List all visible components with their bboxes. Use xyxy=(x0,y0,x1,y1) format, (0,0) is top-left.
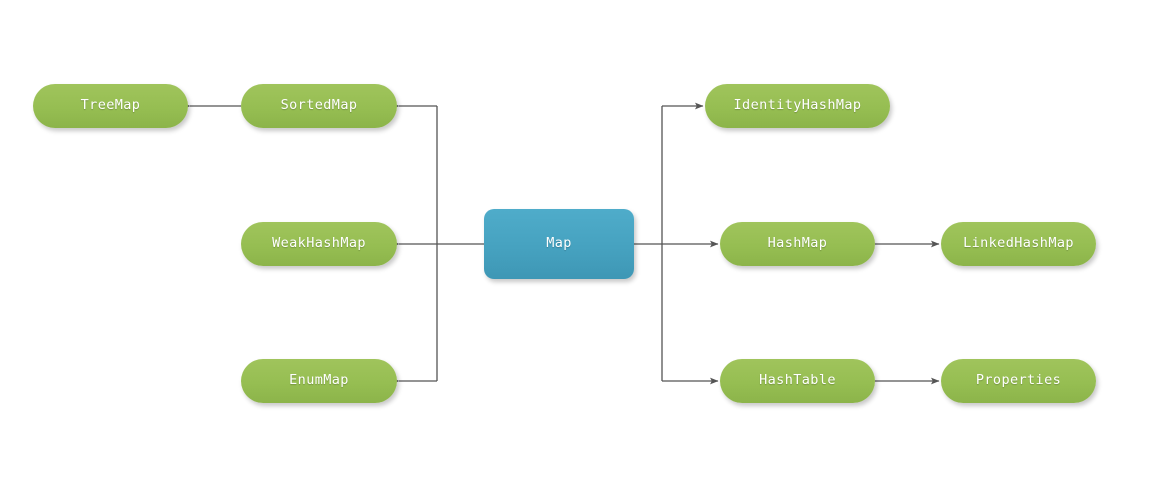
node-map[interactable]: Map xyxy=(484,209,634,279)
node-hashmap-label: HashMap xyxy=(767,235,828,252)
node-properties-label: Properties xyxy=(975,372,1062,389)
node-treemap-label: TreeMap xyxy=(80,97,141,114)
node-enummap[interactable]: EnumMap xyxy=(241,359,397,403)
node-properties[interactable]: Properties xyxy=(941,359,1096,403)
node-sortedmap[interactable]: SortedMap xyxy=(241,84,397,128)
node-hashtable[interactable]: HashTable xyxy=(720,359,875,403)
node-linkedhashmap[interactable]: LinkedHashMap xyxy=(941,222,1096,266)
node-sortedmap-label: SortedMap xyxy=(280,97,358,114)
node-hashtable-label: HashTable xyxy=(759,372,836,389)
node-hashmap[interactable]: HashMap xyxy=(720,222,875,266)
node-map-label: Map xyxy=(546,235,572,252)
node-identityhashmap[interactable]: IdentityHashMap xyxy=(705,84,890,128)
node-enummap-label: EnumMap xyxy=(289,372,349,389)
node-weakhashmap[interactable]: WeakHashMap xyxy=(241,222,397,266)
node-identityhashmap-label: IdentityHashMap xyxy=(733,97,862,114)
node-weakhashmap-label: WeakHashMap xyxy=(272,235,366,252)
node-treemap[interactable]: TreeMap xyxy=(33,84,188,128)
node-linkedhashmap-label: LinkedHashMap xyxy=(963,235,1074,252)
